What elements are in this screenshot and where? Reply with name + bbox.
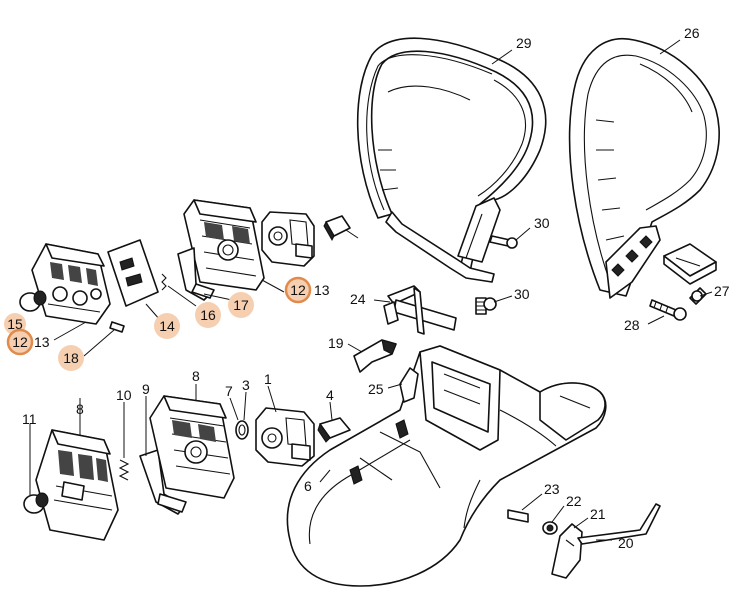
callout-29: 29 — [516, 35, 532, 51]
callout-6: 6 — [304, 478, 312, 494]
screw-27 — [689, 287, 707, 305]
callout-16: 16 — [195, 302, 221, 328]
callout-10: 10 — [116, 387, 132, 403]
clip-9 — [139, 449, 187, 515]
callout-13-upper: 13 — [314, 282, 330, 298]
callout-30-lower: 30 — [514, 286, 530, 302]
callout-24: 24 — [350, 291, 366, 307]
upper-leader — [345, 229, 359, 239]
svg-text:21: 21 — [590, 506, 606, 522]
clip-19 — [353, 339, 397, 373]
filter-cover-12-left — [31, 243, 111, 325]
callout-7: 7 — [225, 383, 233, 399]
svg-text:25: 25 — [368, 381, 384, 397]
svg-text:12: 12 — [290, 282, 306, 298]
callout-1: 1 — [264, 371, 272, 387]
svg-text:3: 3 — [242, 377, 250, 393]
svg-text:26: 26 — [684, 25, 700, 41]
svg-text:7: 7 — [225, 383, 233, 399]
filter-knob-15 — [19, 290, 47, 312]
trigger-21 — [551, 523, 583, 579]
callout-30-upper: 30 — [534, 215, 550, 231]
air-filter-12-upper — [183, 199, 265, 291]
pin-18 — [109, 321, 125, 333]
rear-handle-bar-26 — [568, 38, 720, 299]
svg-text:6: 6 — [304, 478, 312, 494]
callout-8-right: 8 — [192, 368, 200, 384]
lever-24 — [383, 285, 457, 335]
svg-text:13: 13 — [314, 282, 330, 298]
svg-text:16: 16 — [200, 307, 216, 323]
callout-4: 4 — [326, 387, 334, 403]
svg-text:30: 30 — [534, 215, 550, 231]
screw-30-upper — [489, 235, 518, 249]
svg-text:11: 11 — [22, 411, 37, 427]
svg-text:8: 8 — [76, 401, 84, 417]
svg-text:20: 20 — [618, 535, 634, 551]
callout-11: 11 — [22, 411, 37, 427]
svg-text:29: 29 — [516, 35, 532, 51]
callout-23: 23 — [544, 481, 560, 497]
screw-28 — [649, 299, 687, 321]
carburetor-upper — [261, 211, 315, 267]
callout-12-ring-upper: 12 — [284, 276, 312, 304]
svg-text:30: 30 — [514, 286, 530, 302]
small-spring-16 — [161, 273, 167, 291]
svg-text:22: 22 — [566, 493, 582, 509]
lever-25 — [399, 367, 419, 403]
callout-26: 26 — [684, 25, 700, 41]
rod-20 — [577, 503, 661, 545]
cap-4 — [317, 417, 351, 443]
callout-14: 14 — [154, 313, 180, 339]
svg-text:12: 12 — [12, 334, 28, 350]
screw-30-lower — [475, 297, 497, 315]
callout-21: 21 — [590, 506, 606, 522]
svg-text:19: 19 — [328, 335, 344, 351]
svg-text:27: 27 — [714, 283, 730, 299]
filter-cover-8-left — [35, 429, 119, 541]
callout-18: 18 — [58, 345, 84, 371]
callout-27: 27 — [714, 283, 730, 299]
callout-17: 17 — [228, 292, 254, 318]
svg-text:23: 23 — [544, 481, 560, 497]
callout-28: 28 — [624, 317, 640, 333]
svg-text:4: 4 — [326, 387, 334, 403]
engine-housing — [286, 345, 607, 587]
callout-9: 9 — [142, 381, 150, 397]
o-ring-3 — [235, 420, 249, 440]
svg-text:18: 18 — [63, 350, 79, 366]
callout-3: 3 — [242, 377, 250, 393]
svg-text:24: 24 — [350, 291, 366, 307]
svg-text:13: 13 — [34, 334, 50, 350]
grommet-22 — [542, 521, 558, 535]
svg-text:28: 28 — [624, 317, 640, 333]
svg-text:15: 15 — [7, 316, 23, 332]
svg-text:17: 17 — [233, 297, 249, 313]
spring-10 — [118, 459, 130, 481]
callout-12-ring-lower: 12 — [6, 328, 34, 356]
svg-text:1: 1 — [264, 371, 272, 387]
svg-text:9: 9 — [142, 381, 150, 397]
filter-knob-11 — [23, 492, 49, 514]
pin-23 — [507, 509, 529, 523]
svg-text:8: 8 — [192, 368, 200, 384]
callout-8-left: 8 — [76, 401, 84, 417]
callout-22: 22 — [566, 493, 582, 509]
front-handle-bar-29 — [356, 37, 547, 283]
intake-cap-upper — [323, 215, 351, 242]
callout-19: 19 — [328, 335, 344, 351]
gasket-14 — [107, 239, 159, 307]
callout-20: 20 — [618, 535, 634, 551]
svg-text:10: 10 — [116, 387, 132, 403]
svg-text:14: 14 — [159, 318, 175, 334]
callout-25: 25 — [368, 381, 384, 397]
filter-body-8-right — [149, 395, 235, 499]
carburetor-1 — [255, 407, 315, 467]
callout-13-lower: 13 — [34, 334, 50, 350]
